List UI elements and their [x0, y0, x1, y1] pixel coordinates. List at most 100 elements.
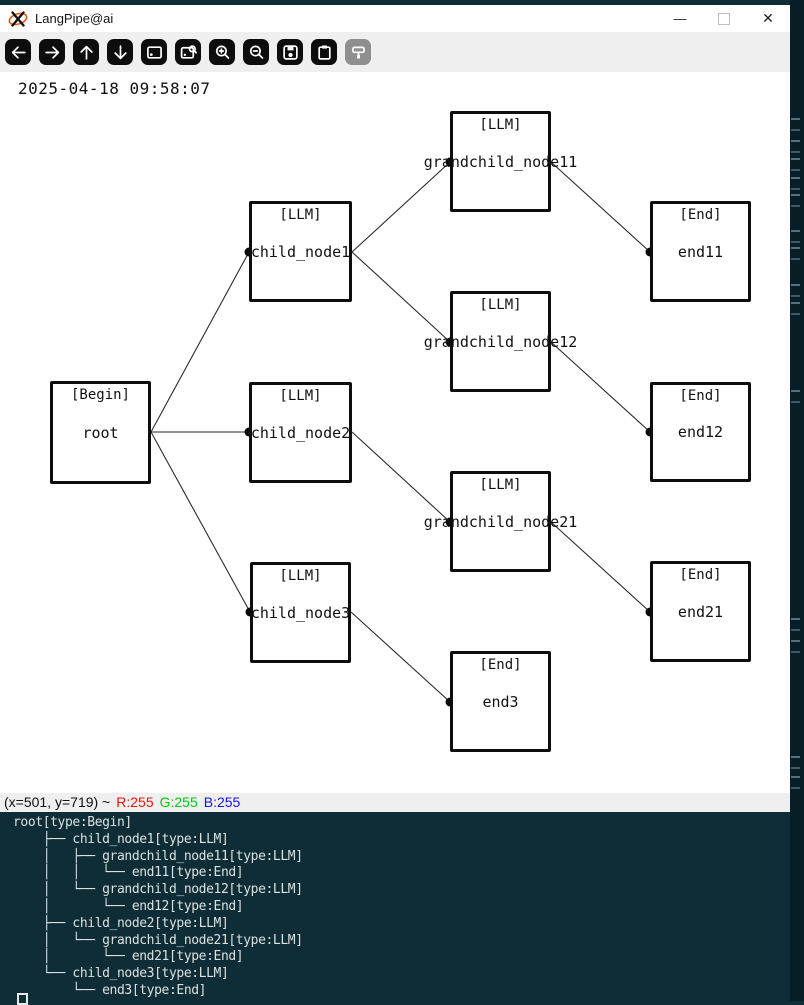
node-type-label: [LLM] [479, 477, 522, 493]
node-name-label: grandchild_node11 [423, 152, 578, 171]
clipboard-icon [316, 44, 333, 61]
save-icon [282, 44, 299, 61]
node-name-label: end11 [677, 242, 724, 261]
toolbar-save-button[interactable] [277, 39, 303, 65]
node-name-label: end12 [677, 423, 724, 441]
node-type-label: [End] [679, 388, 722, 404]
node-end3[interactable]: [End] end3 [450, 651, 551, 752]
window-controls: — ✕ [658, 5, 790, 32]
node-end11[interactable]: [End] end11 [650, 201, 751, 302]
edge [351, 161, 451, 253]
node-name-label: child_node3 [250, 603, 351, 622]
pixel-blue-value: B:255 [203, 794, 241, 810]
edge [550, 521, 651, 613]
node-child_node3[interactable]: [LLM] child_node3 [250, 562, 351, 663]
node-name-label: root [82, 423, 119, 442]
tree-panel: root[type:Begin] ├── child_node1[type:LL… [0, 812, 790, 1005]
zoom-in-icon [214, 44, 231, 61]
node-type-label: [LLM] [279, 568, 322, 584]
node-type-label: [LLM] [279, 207, 322, 223]
close-icon: ✕ [762, 10, 774, 26]
node-name-label: grandchild_node12 [423, 332, 578, 351]
toolbar-image-preview-button[interactable] [175, 39, 201, 65]
desktop-glyph-fragment [791, 776, 800, 789]
edge [350, 611, 451, 703]
title-bar: LangPipe@ai — ✕ [0, 5, 790, 32]
desktop-background [790, 0, 804, 1001]
timestamp: 2025-04-18 09:58:07 [18, 79, 211, 98]
desktop-glyph-fragment [791, 194, 800, 207]
toolbar-clipboard-button[interactable] [311, 39, 337, 65]
desktop-glyph-fragment [791, 140, 800, 153]
node-name-label: child_node1 [250, 242, 351, 261]
toolbar-back-button[interactable] [5, 39, 31, 65]
node-name-label: end3 [482, 692, 519, 711]
edge [150, 251, 250, 433]
paint-roller-icon [350, 44, 367, 61]
node-type-label: [LLM] [279, 388, 322, 404]
pixel-red-value: R:255 [116, 794, 154, 810]
node-grandchild_node11[interactable]: [LLM] grandchild_node11 [424, 111, 577, 212]
node-grandchild_node21[interactable]: [LLM] grandchild_node21 [424, 471, 577, 572]
node-type-label: [LLM] [479, 297, 522, 313]
desktop-glyph-fragment [791, 247, 800, 260]
node-end21[interactable]: [End] end21 [650, 561, 751, 662]
node-type-label: [LLM] [479, 117, 522, 133]
node-tree-text: root[type:Begin] ├── child_node1[type:LL… [13, 815, 303, 998]
edge [351, 431, 451, 523]
node-child_node1[interactable]: [LLM] child_node1 [249, 201, 352, 302]
minimize-button[interactable]: — [658, 5, 702, 32]
toolbar [0, 32, 790, 72]
node-name-label: child_node2 [250, 423, 351, 442]
desktop-glyph-fragment [791, 390, 800, 403]
arrow-left-icon [10, 44, 27, 61]
desktop-glyph-fragment [791, 158, 800, 171]
desktop-glyph-fragment [791, 230, 800, 243]
node-name-label: grandchild_node21 [423, 512, 578, 531]
node-child_node2[interactable]: [LLM] child_node2 [249, 382, 352, 483]
toolbar-paint-button[interactable] [345, 39, 371, 65]
node-type-label: [End] [679, 207, 722, 223]
arrow-right-icon [44, 44, 61, 61]
close-button[interactable]: ✕ [746, 5, 790, 32]
desktop-glyph-fragment [791, 756, 800, 769]
desktop-glyph-fragment [791, 284, 800, 297]
toolbar-image-button[interactable] [141, 39, 167, 65]
app-logo-icon [8, 10, 28, 27]
toolbar-up-button[interactable] [73, 39, 99, 65]
graph-canvas[interactable]: 2025-04-18 09:58:07 [Begin] root [LLM] chil… [0, 72, 790, 793]
arrow-up-icon [78, 44, 95, 61]
node-root[interactable]: [Begin] root [50, 381, 151, 484]
cursor-position: (x=501, y=719) ~ [4, 794, 111, 810]
desktop-glyph-fragment [791, 118, 800, 131]
node-name-label: end21 [677, 602, 724, 621]
desktop-glyph-fragment [791, 640, 800, 653]
toolbar-zoom-in-button[interactable] [209, 39, 235, 65]
node-grandchild_node12[interactable]: [LLM] grandchild_node12 [424, 291, 577, 392]
arrow-down-icon [112, 44, 129, 61]
pixel-green-value: G:255 [159, 794, 198, 810]
maximize-icon [718, 12, 730, 25]
desktop-glyph-fragment [791, 302, 800, 315]
node-type-label: [End] [479, 657, 522, 673]
edge [150, 431, 251, 613]
minimize-icon: — [673, 11, 687, 26]
image-icon [146, 44, 163, 61]
zoom-out-icon [248, 44, 265, 61]
toolbar-down-button[interactable] [107, 39, 133, 65]
toolbar-zoom-out-button[interactable] [243, 39, 269, 65]
image-search-icon [180, 44, 197, 61]
maximize-button[interactable] [702, 5, 746, 32]
desktop-glyph-fragment [791, 618, 800, 631]
node-end12[interactable]: [End] end12 [650, 382, 751, 482]
edge [351, 251, 451, 343]
edge [550, 341, 651, 433]
node-type-label: [Begin] [70, 387, 130, 403]
window-title: LangPipe@ai [35, 11, 114, 26]
status-bar: (x=501, y=719) ~ R:255 G:255 B:255 [0, 793, 790, 812]
app-window: LangPipe@ai — ✕ 2025-04-18 09:58:07 [Beg… [0, 5, 790, 812]
edge [550, 161, 651, 253]
toolbar-forward-button[interactable] [39, 39, 65, 65]
console-cursor [17, 993, 28, 1005]
node-type-label: [End] [679, 567, 722, 583]
